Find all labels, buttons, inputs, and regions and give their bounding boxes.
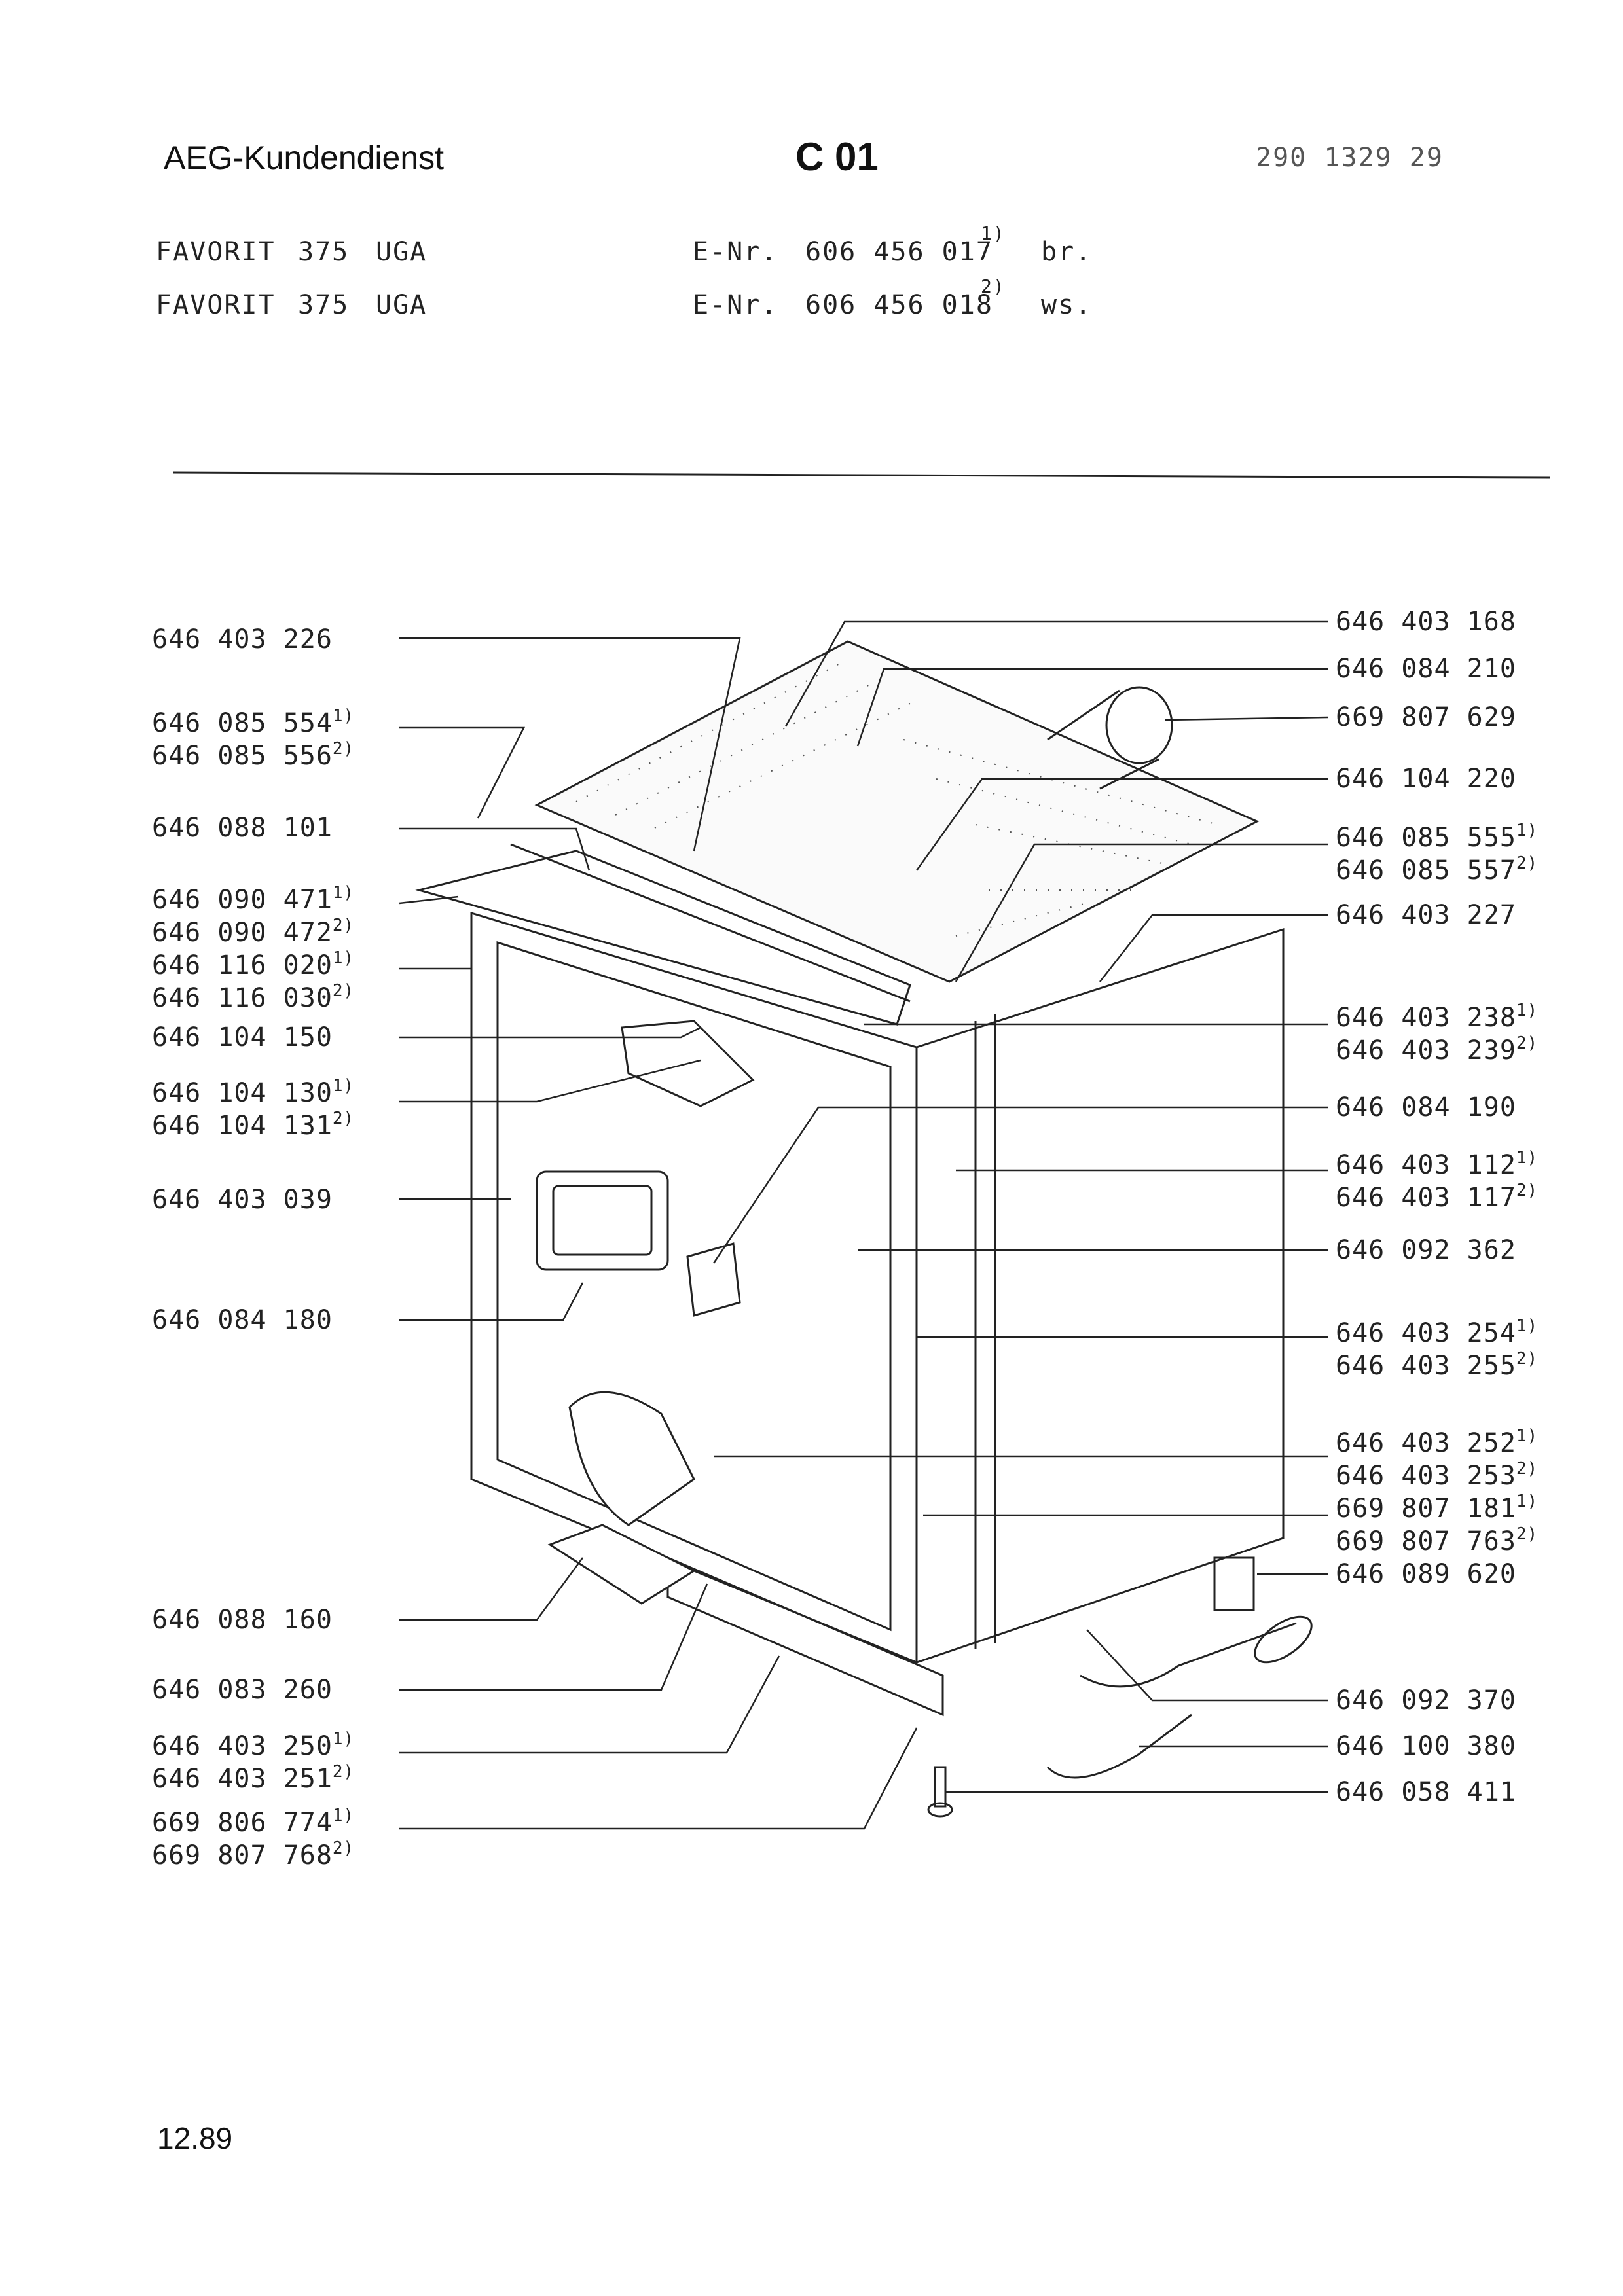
display-window-inner: [552, 1185, 653, 1256]
hose-end: [1254, 1615, 1313, 1664]
part-number-label: 646 084 210: [1336, 654, 1516, 684]
drain-pipe: [1046, 1713, 1192, 1779]
worktop-speckle: [575, 660, 1218, 937]
roller-body: [1047, 689, 1159, 790]
part-number-label: 646 092 370: [1336, 1685, 1516, 1715]
fascia-rail: [510, 843, 911, 1003]
part-number-label: 646 085 5551) 646 085 5572): [1336, 821, 1539, 886]
cabinet-side: [915, 927, 1285, 1664]
door-inner-frame: [496, 941, 892, 1632]
display-window: [536, 1170, 669, 1271]
model-suffix: UGA: [376, 290, 428, 320]
part-number-label: 646 083 260: [152, 1675, 333, 1705]
enr-number: 606 456 018: [805, 290, 993, 320]
hose: [1080, 1622, 1297, 1688]
pump-bracket: [1213, 1556, 1255, 1611]
part-number-label: 646 090 4711) 646 090 4722) 646 116 0201…: [152, 883, 355, 1013]
color-code: ws.: [1041, 290, 1093, 320]
part-number-label: 646 403 2521) 646 403 2532) 669 807 1811…: [1336, 1426, 1539, 1556]
foot-screw-head: [927, 1802, 953, 1818]
part-number-label: 646 104 1301) 646 104 1312): [152, 1076, 355, 1141]
model-number: 375: [298, 290, 350, 320]
part-number-label: 646 100 380: [1336, 1731, 1516, 1761]
part-number-label: 646 088 101: [152, 813, 333, 843]
part-number-label: 646 403 2501) 646 403 2512): [152, 1729, 355, 1794]
part-number-label: 646 084 180: [152, 1305, 333, 1335]
model-suffix: UGA: [376, 237, 428, 267]
hinge-bracket: [686, 1242, 741, 1317]
part-number-label: 646 104 220: [1336, 764, 1516, 794]
part-number-label: 646 403 226: [152, 624, 333, 655]
appliance-outline: [415, 640, 1313, 1818]
leader-lines: [399, 620, 1328, 1830]
enr-label: E-Nr.: [693, 237, 778, 267]
model-name: FAVORIT: [156, 290, 276, 320]
plinth: [666, 1556, 944, 1717]
part-number-label: 646 403 2381) 646 403 2392): [1336, 1001, 1539, 1066]
worktop-plate: [534, 640, 1260, 983]
roller-part: [1105, 686, 1173, 764]
part-number-label: 646 403 2541) 646 403 2552): [1336, 1316, 1539, 1381]
part-number-label: 646 092 362: [1336, 1235, 1516, 1265]
cutaway-panel: [568, 1391, 695, 1526]
part-number-label: 669 806 7741) 669 807 7682): [152, 1806, 355, 1871]
color-code: br.: [1041, 237, 1093, 267]
enr-label: E-Nr.: [693, 290, 778, 320]
part-number-label: 646 104 150: [152, 1022, 333, 1052]
foot-screw: [934, 1766, 947, 1808]
header-separator: [173, 471, 1551, 479]
section-code: C 01: [795, 135, 879, 179]
model-number: 375: [298, 237, 350, 267]
part-number-label: 646 085 5541) 646 085 5562): [152, 706, 355, 771]
footnote-ref: 2): [981, 276, 1006, 297]
issue-date: 12.89: [157, 2121, 233, 2155]
part-number-label: 646 089 620: [1336, 1559, 1516, 1589]
part-number-label: 646 403 1121) 646 403 1172): [1336, 1148, 1539, 1213]
part-number-label: 646 058 411: [1336, 1777, 1516, 1807]
switch-plate: [547, 1524, 697, 1605]
part-number-label: 646 084 190: [1336, 1092, 1516, 1122]
part-number-label: 646 403 168: [1336, 607, 1516, 637]
doc-number: 290 1329 29: [1256, 143, 1444, 173]
footnote-ref: 1): [981, 223, 1006, 244]
brand-title: AEG-Kundendienst: [164, 139, 445, 176]
enr-number: 606 456 017: [805, 237, 993, 267]
fascia-strip: [415, 850, 911, 1026]
part-number-label: 646 403 227: [1336, 900, 1516, 930]
model-name: FAVORIT: [156, 237, 276, 267]
part-number-label: 669 807 629: [1336, 702, 1516, 732]
part-number-label: 646 403 039: [152, 1185, 333, 1215]
part-number-label: 646 088 160: [152, 1605, 333, 1635]
